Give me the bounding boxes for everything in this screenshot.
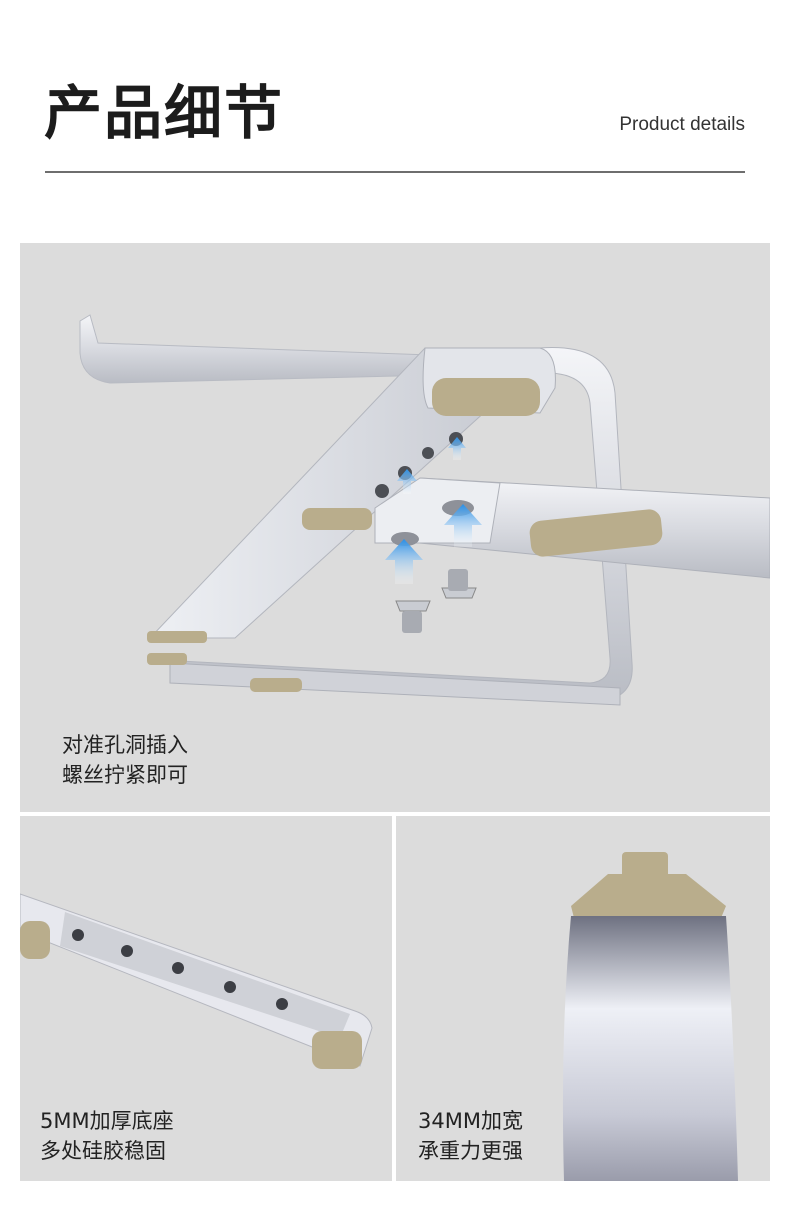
support-cap xyxy=(571,874,726,918)
hole xyxy=(72,929,84,941)
caption-line: 多处硅胶稳固 xyxy=(40,1139,166,1163)
silicone-pad xyxy=(312,1031,362,1069)
base-illustration xyxy=(20,893,373,1069)
arrow-icon xyxy=(385,539,423,584)
hole xyxy=(121,945,133,957)
base-detail-panel: 5MM加厚底座 多处硅胶稳固 xyxy=(20,816,392,1181)
silicone-pad xyxy=(529,509,663,557)
silicone-pad xyxy=(432,378,540,416)
silicone-pad xyxy=(147,631,207,643)
arrow-icon xyxy=(444,504,482,547)
hole xyxy=(375,484,389,498)
support-band xyxy=(562,916,738,1181)
caption-line: 承重力更强 xyxy=(418,1139,523,1163)
screw xyxy=(448,569,468,591)
hole xyxy=(224,981,236,993)
stand-assembly-illustration xyxy=(79,314,770,706)
page-subtitle: Product details xyxy=(619,114,745,135)
caption-line: 螺丝拧紧即可 xyxy=(62,763,188,787)
caption-line: 对准孔洞插入 xyxy=(62,733,188,757)
width-detail-panel: 34MM加宽 承重力更强 xyxy=(396,816,770,1181)
silicone-pad xyxy=(302,508,372,530)
bottom-rail xyxy=(169,662,621,706)
caption-line: 34MM加宽 xyxy=(418,1109,523,1133)
support-illustration xyxy=(562,852,738,1181)
caption-line: 5MM加厚底座 xyxy=(40,1109,174,1133)
silicone-pad xyxy=(622,852,668,878)
hole xyxy=(422,447,434,459)
hole xyxy=(276,998,288,1010)
silicone-pad xyxy=(250,678,302,692)
page-title: 产品细节 xyxy=(44,79,285,147)
screw xyxy=(402,611,422,633)
arrow-icon xyxy=(397,469,417,494)
base-channel xyxy=(60,912,350,1038)
silicone-pad xyxy=(20,921,50,959)
screw xyxy=(395,600,431,612)
assembly-detail-panel: 对准孔洞插入 螺丝拧紧即可 xyxy=(20,243,770,812)
hole xyxy=(391,532,419,546)
header-divider xyxy=(45,171,745,173)
top-rail xyxy=(79,314,441,384)
hole xyxy=(172,962,184,974)
arrow-icon xyxy=(448,437,466,460)
silicone-pad xyxy=(147,653,187,665)
